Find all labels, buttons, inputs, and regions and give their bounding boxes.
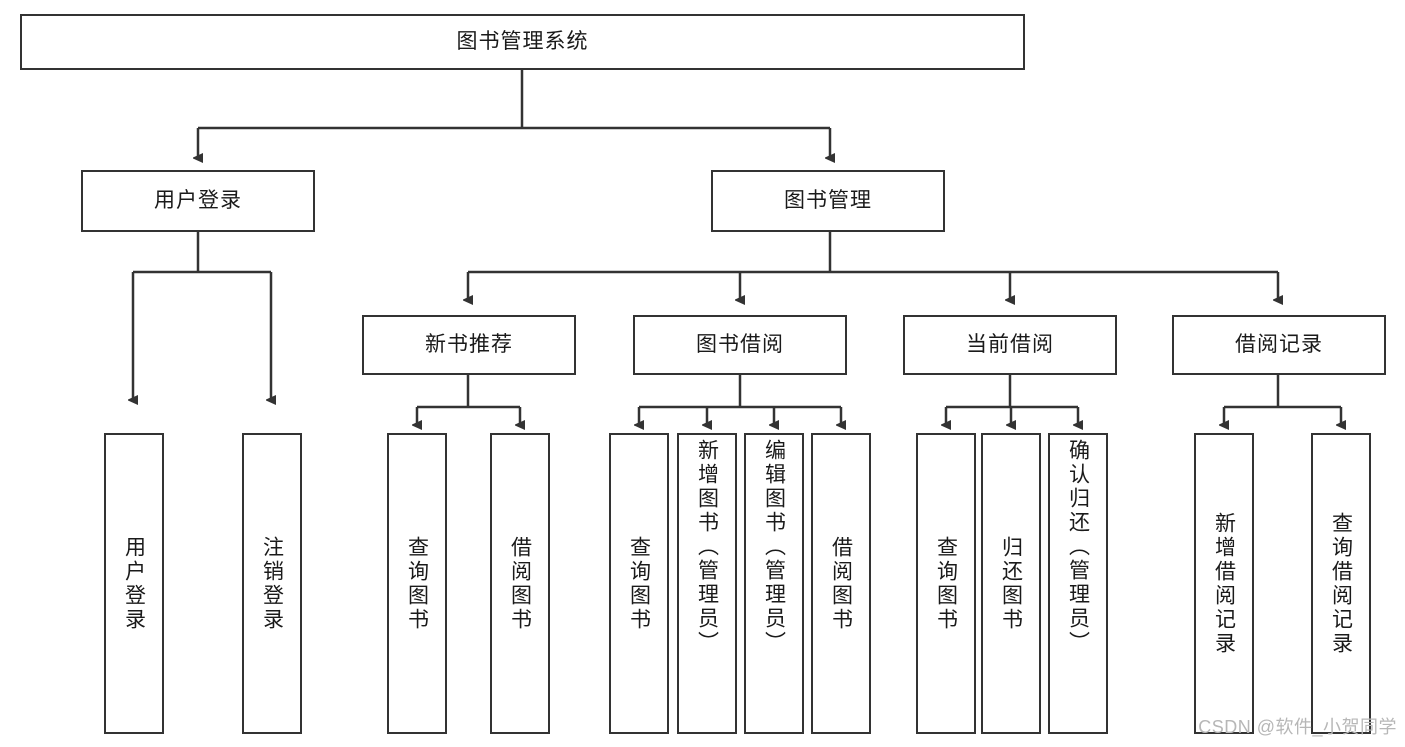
node-label: 当前借阅 xyxy=(966,333,1054,357)
node-current-borrow[interactable]: 当前借阅 xyxy=(903,315,1117,375)
node-borrow-records[interactable]: 借阅记录 xyxy=(1172,315,1386,375)
leaf-records-add-record[interactable]: 新增借阅记录 xyxy=(1194,433,1254,734)
node-label: 查询图书 xyxy=(627,535,651,632)
leaf-borrow-borrow-book[interactable]: 借阅图书 xyxy=(811,433,871,734)
node-label: 用户登录 xyxy=(122,535,146,632)
node-label: 借阅图书 xyxy=(829,535,853,632)
watermark-text: CSDN @软件_小贺同学 xyxy=(1198,717,1397,737)
leaf-new-book-query[interactable]: 查询图书 xyxy=(387,433,447,734)
node-root-system[interactable]: 图书管理系统 xyxy=(20,14,1025,70)
leaf-new-book-borrow[interactable]: 借阅图书 xyxy=(490,433,550,734)
node-label: 用户登录 xyxy=(154,189,242,213)
node-label: 图书借阅 xyxy=(696,333,784,357)
node-label: 图书管理系统 xyxy=(456,30,589,54)
leaf-current-confirm-return-admin[interactable]: 确认归还（管理员） xyxy=(1048,433,1108,734)
node-label: 确认归还（管理员） xyxy=(1066,439,1090,655)
leaf-user-login-login[interactable]: 用户登录 xyxy=(104,433,164,734)
node-label: 新增借阅记录 xyxy=(1212,511,1236,656)
node-label: 注销登录 xyxy=(260,535,284,632)
node-new-book-recommend[interactable]: 新书推荐 xyxy=(362,315,576,375)
node-label: 编辑图书（管理员） xyxy=(762,439,786,655)
leaf-borrow-edit-book-admin[interactable]: 编辑图书（管理员） xyxy=(744,433,804,734)
leaf-user-login-logout[interactable]: 注销登录 xyxy=(242,433,302,734)
node-book-management[interactable]: 图书管理 xyxy=(711,170,945,232)
node-label: 新书推荐 xyxy=(425,333,513,357)
node-label: 借阅图书 xyxy=(508,535,532,632)
node-label: 归还图书 xyxy=(999,535,1023,632)
leaf-records-query-record[interactable]: 查询借阅记录 xyxy=(1311,433,1371,734)
node-label: 借阅记录 xyxy=(1235,333,1323,357)
leaf-current-return-book[interactable]: 归还图书 xyxy=(981,433,1041,734)
node-book-borrow[interactable]: 图书借阅 xyxy=(633,315,847,375)
node-label: 查询图书 xyxy=(405,535,429,632)
node-user-login[interactable]: 用户登录 xyxy=(81,170,315,232)
leaf-borrow-add-book-admin[interactable]: 新增图书（管理员） xyxy=(677,433,737,734)
leaf-borrow-query-book[interactable]: 查询图书 xyxy=(609,433,669,734)
node-label: 查询图书 xyxy=(934,535,958,632)
node-label: 图书管理 xyxy=(784,189,872,213)
node-label: 新增图书（管理员） xyxy=(695,439,719,655)
leaf-current-query-book[interactable]: 查询图书 xyxy=(916,433,976,734)
node-label: 查询借阅记录 xyxy=(1329,511,1353,656)
